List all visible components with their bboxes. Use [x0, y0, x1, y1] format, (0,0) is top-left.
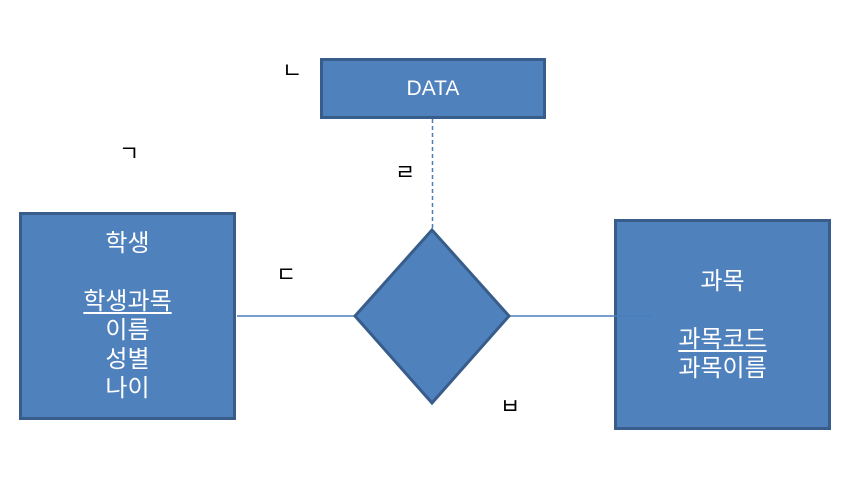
data-entity-box: DATA [320, 58, 546, 119]
data-entity-label: DATA [406, 77, 460, 100]
student-entity-title: 학생 [105, 230, 150, 257]
student-attribute: 이름 [105, 317, 150, 344]
relationship-diamond [352, 227, 512, 406]
annotation-label-nieun: ㄴ [282, 58, 303, 83]
student-attribute-key: 학생과목 [83, 288, 172, 315]
subject-entity-box: 과목 과목코드 과목이름 [614, 219, 831, 430]
annotation-label-bieup: ㅂ [500, 394, 521, 419]
subject-entity-title: 과목 [700, 267, 745, 295]
student-entity-box: 학생 학생과목 이름 성별 나이 [19, 212, 236, 420]
subject-attribute: 과목이름 [678, 354, 767, 382]
annotation-label-rieul: ㄹ [395, 160, 416, 185]
student-attribute: 성별 [105, 346, 150, 373]
student-attribute: 나이 [105, 375, 150, 402]
annotation-label-giyeok: ㄱ [119, 141, 140, 166]
subject-attribute-key: 과목코드 [678, 325, 767, 353]
annotation-label-digeut: ㄷ [276, 262, 297, 287]
